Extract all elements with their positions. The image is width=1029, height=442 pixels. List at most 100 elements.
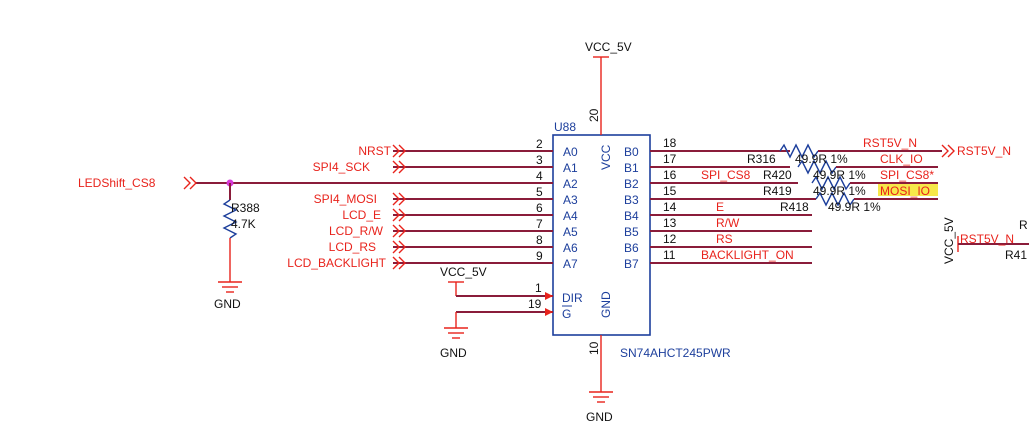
- left-pin-number: 4: [536, 169, 543, 183]
- arrow-lcd-backlight-icon: [392, 256, 406, 270]
- right-pin-number: 13: [663, 216, 677, 230]
- vcc-pin-number: 20: [587, 108, 601, 122]
- r388-value: 4.7K: [231, 217, 256, 231]
- net-label-rw: R/W: [716, 216, 740, 230]
- net-label-e: E: [716, 200, 724, 214]
- left-pins: 2 A0 3 A1 4 A2 5 A3 6 A4 7 A5: [196, 137, 578, 271]
- right-pin-name: B6: [624, 241, 639, 255]
- left-pin-number: 5: [536, 185, 543, 199]
- left-pin-number: 7: [536, 217, 543, 231]
- right-pins: 18 B0 17 B1 16 B2 15 B3 14 B4 13 B5: [624, 136, 816, 271]
- left-pin-3: 5 A3: [393, 185, 578, 207]
- arrow-rst5v-offpage-icon: [941, 144, 955, 158]
- left-pin-number: 6: [536, 201, 543, 215]
- left-pin-number: 3: [536, 153, 543, 167]
- mosi-highlight: [878, 184, 938, 196]
- net-label-rst5v-n: RST5V_N: [863, 136, 917, 150]
- r419-value: 49.9R 1%: [813, 184, 866, 198]
- right-pin-name: B3: [624, 193, 639, 207]
- right-net-labels: RST5V_N CLK_IO SPI_CS8 SPI_CS8* MOSI_IO …: [701, 136, 938, 262]
- r388-ref: R388: [231, 201, 260, 215]
- right-pin-number: 12: [663, 232, 677, 246]
- vcc-top-label: VCC_5V: [585, 40, 632, 54]
- net-label-ledshift-cs8: LEDShift_CS8: [78, 176, 156, 190]
- vcc-right-label: VCC_5V: [942, 217, 956, 264]
- gnd-left-label: GND: [214, 297, 241, 311]
- net-label-lcd-backlight: LCD_BACKLIGHT: [287, 256, 386, 270]
- chip-body: [552, 134, 651, 336]
- r418-zigzag: [815, 191, 855, 207]
- net-label-spi-cs8-star: SPI_CS8*: [880, 168, 934, 182]
- arrow-nrst-icon: [392, 144, 406, 158]
- net-label-backlight-on: BACKLIGHT_ON: [701, 248, 794, 262]
- r419-zigzag: [811, 175, 851, 191]
- far-right-label-rst5v-n: RST5V_N: [960, 232, 1014, 246]
- right-pin-0: 18 B0: [624, 136, 790, 159]
- net-label-spi4-sck: SPI4_SCK: [313, 160, 370, 174]
- r316-ref: R316: [747, 152, 776, 166]
- right-pin-6: 12 B6: [624, 232, 812, 255]
- left-net-labels: NRST SPI4_SCK SPI4_MOSI LCD_E LCD_R/W LC…: [287, 144, 406, 270]
- chip-part: SN74AHCT245PWR: [620, 346, 731, 360]
- left-pin-7: 9 A7: [393, 249, 578, 271]
- left-pin-name: A4: [563, 209, 578, 223]
- r419-ref: R419: [763, 184, 792, 198]
- arrow-lcd-rw-icon: [392, 224, 406, 238]
- dir-pin-number: 1: [535, 281, 542, 295]
- right-pin-number: 15: [663, 184, 677, 198]
- left-pin-4: 6 A4: [393, 201, 578, 223]
- right-pin-3: 15 B3: [624, 184, 816, 207]
- net-label-nrst: NRST: [358, 144, 391, 158]
- right-pin-number: 18: [663, 136, 677, 150]
- right-pin-number: 14: [663, 200, 677, 214]
- arrow-lcd-e-icon: [392, 208, 406, 222]
- arrow-lcd-rs-icon: [392, 240, 406, 254]
- right-pin-number: 16: [663, 168, 677, 182]
- right-pin-number: 11: [663, 248, 676, 262]
- r316-zigzag: [779, 143, 819, 159]
- right-pin-name: B7: [624, 257, 639, 271]
- net-label-clk-io: CLK_IO: [880, 152, 923, 166]
- right-pin-name: B4: [624, 209, 639, 223]
- cut-label-r: R: [1019, 218, 1028, 232]
- right-pin-name: B1: [624, 161, 639, 175]
- cut-label-r41: R41: [1005, 248, 1027, 262]
- left-pin-name: A5: [563, 225, 578, 239]
- r316-value: 49.9R 1%: [795, 152, 848, 166]
- net-label-lcd-rw: LCD_R/W: [329, 224, 384, 238]
- r388-zigzag: [222, 199, 238, 239]
- arrow-spi4-mosi-icon: [392, 192, 406, 206]
- right-pin-name: B2: [624, 177, 639, 191]
- left-pin-name: A7: [563, 257, 578, 271]
- r420-zigzag: [797, 159, 837, 175]
- left-pin-name: A6: [563, 241, 578, 255]
- dir-pin-name: DIR: [562, 291, 583, 305]
- dir-arrow-icon: [545, 292, 553, 300]
- r418-value: 49.9R 1%: [828, 200, 881, 214]
- right-pin-4: 14 B4: [624, 200, 812, 223]
- chip-ref: U88: [554, 120, 576, 134]
- vcc-pin-name: VCC: [599, 144, 613, 170]
- r420-ref: R420: [763, 168, 792, 182]
- net-label-lcd-e: LCD_E: [342, 208, 381, 222]
- left-pin-number: 2: [536, 137, 543, 151]
- left-pin-name: A3: [563, 193, 578, 207]
- offpage-label-rst5v-n: RST5V_N: [957, 144, 1011, 158]
- g-pin-name: G: [562, 307, 571, 321]
- right-pin-1: 17 B1: [624, 152, 790, 175]
- right-pin-7: 11 B7: [624, 248, 812, 271]
- left-pin-name: A0: [563, 145, 578, 159]
- gnd-pin-name: GND: [599, 291, 613, 318]
- g-pin-number: 19: [528, 297, 542, 311]
- net-label-mosi-io: MOSI_IO: [880, 184, 930, 198]
- r420-value: 49.9R 1%: [813, 168, 866, 182]
- r418-ref: R418: [780, 200, 809, 214]
- net-label-spi-cs8: SPI_CS8: [701, 168, 751, 182]
- left-pin-1: 3 A1: [393, 153, 578, 175]
- right-pin-2: 16 B2: [624, 168, 798, 191]
- right-pin-5: 13 B5: [624, 216, 812, 239]
- arrow-ledshift-icon: [183, 176, 197, 190]
- gnd-bottom-label: GND: [586, 410, 613, 424]
- left-pin-number: 9: [536, 249, 543, 263]
